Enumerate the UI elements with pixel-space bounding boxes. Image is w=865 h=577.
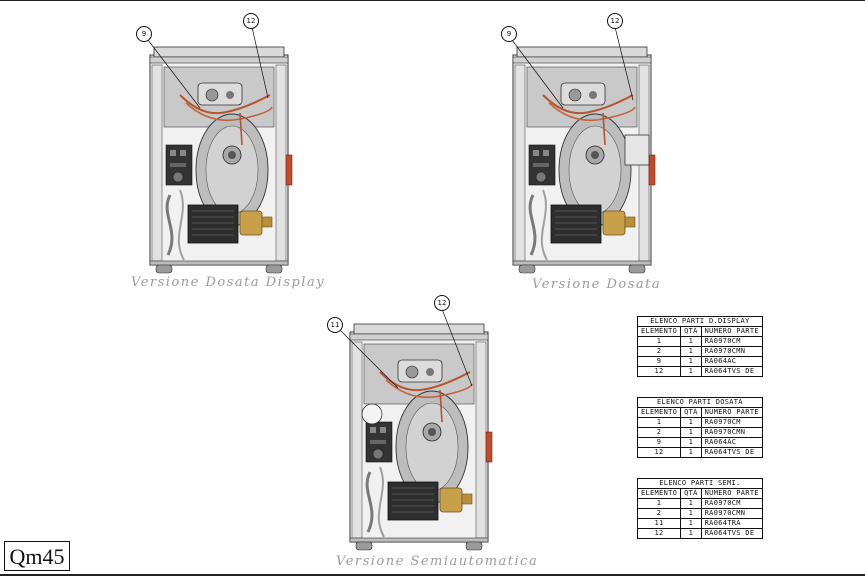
cell-part: RA064TRA <box>700 518 763 529</box>
balloon-9-view1: 9 <box>136 26 152 42</box>
header-numero-parte: NUMERO PARTE <box>700 488 763 499</box>
parts-table-d-display: ELENCO PARTI D.DISPLAY ELEMENTO QTÀ NUME… <box>636 316 763 377</box>
table-title: ELENCO PARTI DOSATA <box>637 397 763 408</box>
cell-qta: 1 <box>680 356 702 367</box>
cell-qta: 1 <box>680 498 702 509</box>
cell-part: RA064TVS DE <box>700 447 763 458</box>
cell-elemento: 1 <box>636 336 682 347</box>
caption-semiautomatica: Versione Semiautomatica <box>336 554 539 569</box>
cell-elemento: 12 <box>636 528 682 539</box>
view-dosata-display-drawing <box>148 45 294 275</box>
cell-elemento: 9 <box>636 437 682 448</box>
balloon-12-view3: 12 <box>434 295 450 311</box>
header-numero-parte: NUMERO PARTE <box>700 407 763 418</box>
sheet-top-border <box>0 0 865 1</box>
balloon-9-view2: 9 <box>501 26 517 42</box>
cell-qta: 1 <box>680 346 702 357</box>
sheet-code: Qm45 <box>4 541 70 571</box>
cell-qta: 1 <box>680 366 702 377</box>
cell-elemento: 2 <box>636 346 682 357</box>
cell-qta: 1 <box>680 437 702 448</box>
cell-elemento: 12 <box>636 447 682 458</box>
cell-elemento: 1 <box>636 417 682 428</box>
header-numero-parte: NUMERO PARTE <box>700 326 763 337</box>
cell-qta: 1 <box>680 336 702 347</box>
cell-elemento: 9 <box>636 356 682 367</box>
header-elemento: ELEMENTO <box>636 488 682 499</box>
table-title: ELENCO PARTI SEMI. <box>637 478 763 489</box>
cell-elemento: 11 <box>636 518 682 529</box>
caption-dosata: Versione Dosata <box>532 277 662 292</box>
cell-part: RA064TVS DE <box>700 528 763 539</box>
header-qta: QTÀ <box>680 407 702 418</box>
cell-part: RA064AC <box>700 356 763 367</box>
balloon-12-view1: 12 <box>243 13 259 29</box>
parts-table-dosata: ELENCO PARTI DOSATA ELEMENTO QTÀ NUMERO … <box>636 397 763 458</box>
cell-elemento: 1 <box>636 498 682 509</box>
cell-qta: 1 <box>680 417 702 428</box>
balloon-11-view3: 11 <box>327 317 343 333</box>
header-elemento: ELEMENTO <box>636 326 682 337</box>
cell-part: RA0970CM <box>700 336 763 347</box>
cell-qta: 1 <box>680 528 702 539</box>
cell-elemento: 12 <box>636 366 682 377</box>
cell-qta: 1 <box>680 508 702 519</box>
cell-part: RA0970CMN <box>700 427 763 438</box>
cell-qta: 1 <box>680 427 702 438</box>
cell-part: RA0970CMN <box>700 346 763 357</box>
cell-qta: 1 <box>680 447 702 458</box>
cell-part: RA0970CM <box>700 417 763 428</box>
leader-lines <box>147 26 634 389</box>
sheet-bottom-border <box>0 574 865 576</box>
caption-dosata-display: Versione Dosata Display <box>131 275 326 290</box>
cell-elemento: 2 <box>636 427 682 438</box>
parts-table-semi: ELENCO PARTI SEMI. ELEMENTO QTÀ NUMERO P… <box>636 478 763 539</box>
cell-part: RA0970CM <box>700 498 763 509</box>
header-elemento: ELEMENTO <box>636 407 682 418</box>
view-semiautomatica-drawing <box>348 322 494 552</box>
cell-part: RA064TVS DE <box>700 366 763 377</box>
balloon-12-view2: 12 <box>607 13 623 29</box>
cell-qta: 1 <box>680 518 702 529</box>
cell-part: RA0970CMN <box>700 508 763 519</box>
table-title: ELENCO PARTI D.DISPLAY <box>637 316 763 327</box>
header-qta: QTÀ <box>680 488 702 499</box>
header-qta: QTÀ <box>680 326 702 337</box>
cell-elemento: 2 <box>636 508 682 519</box>
cell-part: RA064AC <box>700 437 763 448</box>
